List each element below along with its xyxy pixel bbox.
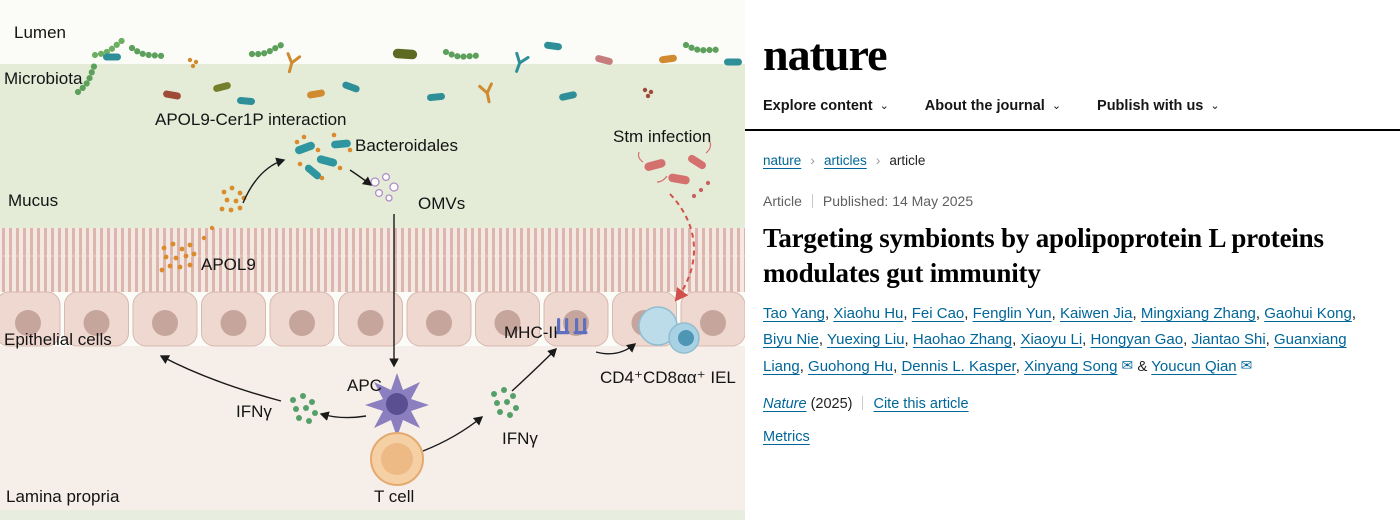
label-ifng-left: IFNγ bbox=[236, 402, 272, 421]
label-apc: APC bbox=[347, 376, 382, 395]
metrics-row: Metrics bbox=[763, 429, 1400, 445]
envelope-icon[interactable]: ✉ bbox=[1121, 356, 1134, 373]
article-type: Article bbox=[763, 193, 802, 209]
article-title: Targeting symbionts by apolipoprotein L … bbox=[763, 223, 1324, 288]
bacteroidales-cluster bbox=[293, 132, 353, 181]
figure-svg: Lumen Microbiota APOL9-Cer1P interaction… bbox=[0, 23, 746, 520]
article-figure: Lumen Microbiota APOL9-Cer1P interaction… bbox=[0, 23, 746, 520]
breadcrumb-separator-icon: › bbox=[875, 152, 881, 168]
apol9-particles bbox=[159, 185, 247, 273]
author-link[interactable]: Kaiwen Jia bbox=[1059, 305, 1133, 323]
label-mucus: Mucus bbox=[8, 191, 58, 210]
author-link[interactable]: Guanxiang Liang bbox=[763, 330, 1347, 375]
breadcrumb: nature › articles › article bbox=[763, 152, 1400, 168]
citation-row: Nature (2025) Cite this article bbox=[763, 396, 1400, 412]
label-lamina-propria: Lamina propria bbox=[6, 487, 120, 506]
author-link[interactable]: Hongyan Gao bbox=[1090, 330, 1184, 348]
label-stm-infection: Stm infection bbox=[613, 127, 711, 146]
epithelial-cell-row bbox=[0, 291, 746, 347]
omv-vesicles bbox=[370, 172, 399, 202]
nav-publish-with-us[interactable]: Publish with us ⌄ bbox=[1097, 98, 1220, 114]
author-link[interactable]: Youcun Qian bbox=[1151, 357, 1237, 375]
chevron-down-icon: ⌄ bbox=[879, 99, 889, 112]
label-microbiota: Microbiota bbox=[4, 69, 83, 88]
author-link[interactable]: Xiaoyu Li bbox=[1020, 330, 1083, 348]
meta-separator bbox=[811, 194, 813, 208]
author-link[interactable]: Xiaohu Hu bbox=[833, 305, 904, 323]
author-link[interactable]: Fei Cao bbox=[911, 305, 965, 323]
article-panel: nature Explore content ⌄ About the journ… bbox=[745, 0, 1400, 520]
stm-bacteria bbox=[637, 141, 712, 199]
nav-about-the-journal[interactable]: About the journal ⌄ bbox=[925, 98, 1061, 114]
author-list: Tao Yang, Xiaohu Hu, Fei Cao, Fenglin Yu… bbox=[763, 305, 1356, 375]
author-link[interactable]: Dennis L. Kasper bbox=[901, 357, 1016, 375]
chevron-down-icon: ⌄ bbox=[1210, 99, 1220, 112]
nav-explore-content[interactable]: Explore content ⌄ bbox=[763, 98, 889, 114]
nav-label: About the journal bbox=[924, 98, 1045, 114]
breadcrumb-article: article bbox=[889, 152, 926, 168]
envelope-icon[interactable]: ✉ bbox=[1240, 356, 1253, 373]
article-meta: Article Published: 14 May 2025 bbox=[763, 193, 1400, 209]
nav-label: Publish with us bbox=[1097, 98, 1204, 114]
nature-logo[interactable]: nature bbox=[763, 29, 887, 80]
label-ifng-right: IFNγ bbox=[502, 429, 538, 448]
label-bacteroidales: Bacteroidales bbox=[355, 136, 458, 155]
breadcrumb-nature[interactable]: nature bbox=[763, 152, 802, 168]
cite-this-article-link[interactable]: Cite this article bbox=[873, 396, 969, 413]
t-cell bbox=[370, 432, 424, 486]
ifng-right-cluster bbox=[491, 387, 519, 418]
author-link[interactable]: Xinyang Song bbox=[1024, 357, 1118, 375]
figure-background bbox=[0, 64, 745, 520]
author-link[interactable]: Yuexing Liu bbox=[826, 330, 905, 348]
published-date: 14 May 2025 bbox=[892, 193, 974, 209]
chevron-down-icon: ⌄ bbox=[1051, 99, 1062, 112]
metrics-link[interactable]: Metrics bbox=[763, 429, 810, 446]
author-link[interactable]: Biyu Nie bbox=[763, 330, 819, 348]
label-mhc2: MHC-II bbox=[504, 323, 558, 342]
journal-year: (2025) bbox=[810, 396, 853, 413]
author-link[interactable]: Guohong Hu bbox=[808, 357, 894, 375]
label-iel: CD4⁺CD8αα⁺ IEL bbox=[600, 368, 736, 387]
journal-link[interactable]: Nature bbox=[763, 396, 807, 413]
label-omvs: OMVs bbox=[418, 194, 465, 213]
ifng-left-cluster bbox=[290, 393, 318, 424]
iel-cells bbox=[638, 306, 700, 354]
author-link[interactable]: Fenglin Yun bbox=[972, 305, 1052, 323]
published-label: Published: bbox=[822, 193, 889, 209]
label-epithelial-cells: Epithelial cells bbox=[4, 330, 112, 349]
author-link[interactable]: Haohao Zhang bbox=[912, 330, 1013, 348]
header-divider bbox=[745, 129, 1400, 131]
apc-cell bbox=[365, 373, 429, 437]
site-nav: Explore content ⌄ About the journal ⌄ Pu… bbox=[763, 98, 1400, 114]
label-apol9: APOL9 bbox=[201, 255, 256, 274]
label-lumen: Lumen bbox=[14, 23, 66, 42]
label-t-cell: T cell bbox=[374, 487, 414, 506]
author-link[interactable]: Tao Yang bbox=[763, 305, 825, 323]
cite-separator bbox=[862, 396, 864, 411]
author-link[interactable]: Jiantao Shi bbox=[1191, 330, 1266, 348]
author-link[interactable]: Mingxiang Zhang bbox=[1140, 305, 1256, 323]
nav-label: Explore content bbox=[763, 98, 873, 114]
author-link[interactable]: Gaohui Kong bbox=[1264, 305, 1352, 323]
label-apol9-cer1p-interaction: APOL9-Cer1P interaction bbox=[155, 110, 347, 129]
stm-infection-arrow bbox=[669, 193, 695, 302]
figure-arrows bbox=[159, 157, 637, 452]
breadcrumb-articles[interactable]: articles bbox=[823, 152, 867, 168]
breadcrumb-separator-icon: › bbox=[810, 152, 815, 168]
